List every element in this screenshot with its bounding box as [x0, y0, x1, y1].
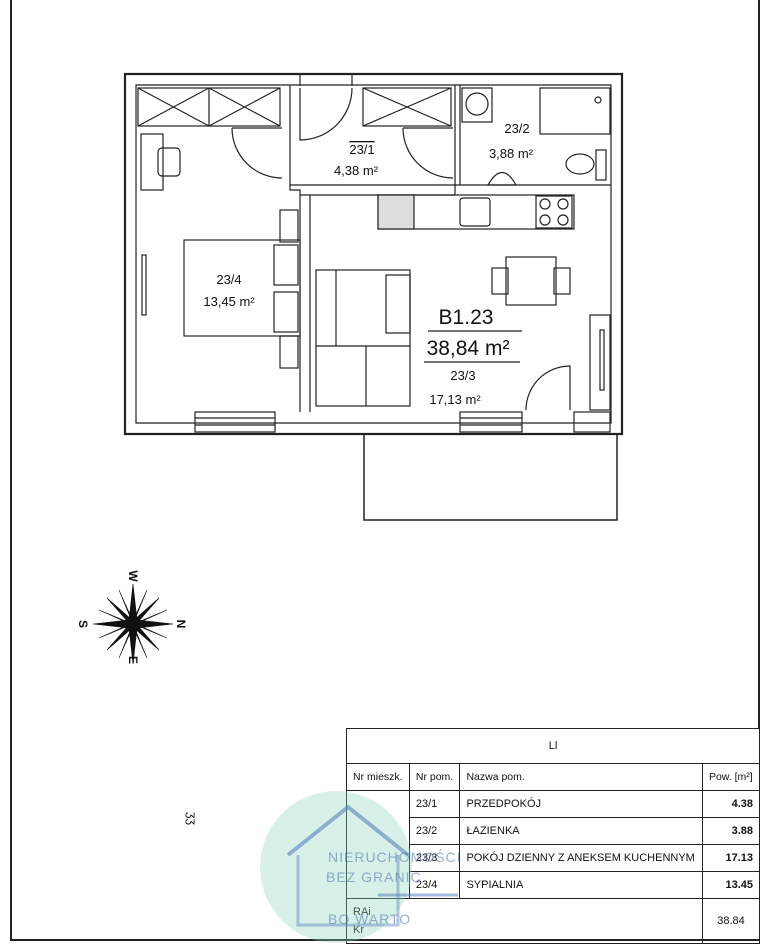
row-nr: 23/3: [408, 844, 461, 872]
room-23-1-id: 23/1: [349, 142, 374, 157]
row-name: ŁAZIENKA: [459, 817, 703, 845]
table-top-label: Ll: [346, 728, 760, 764]
unit-area: 38,84 m²: [427, 337, 510, 360]
row-area: 17.13: [701, 844, 761, 872]
window-bedroom: [194, 411, 276, 433]
footer-a: RAi: [353, 906, 371, 918]
row-name: PRZEDPOKÓJ: [459, 790, 703, 818]
col-name-header: Nazwa pom.: [459, 763, 703, 791]
room-23-1-area: 4,38 m²: [334, 163, 379, 178]
inner-wall-outline: [135, 84, 612, 424]
row-name: SYPIALNIA: [459, 871, 703, 899]
desk: [140, 133, 164, 191]
toilet: [565, 153, 595, 175]
room-23-2-area: 3,88 m²: [489, 146, 534, 161]
balcony: [363, 434, 618, 521]
floor-plan: 23/1 4,38 m² 23/2 3,88 m² 23/4 13,45 m² …: [76, 72, 624, 665]
door-hall: [402, 127, 454, 179]
compass-left: S: [76, 620, 90, 628]
table-top-row: Ll: [346, 728, 760, 764]
room-23-2-id: 23/2: [504, 121, 529, 136]
row-nr: 23/2: [408, 817, 461, 845]
tv-cabinet: [589, 314, 611, 411]
washing-machine: [461, 87, 493, 123]
hall-wall: [290, 85, 456, 196]
side-mark-glyph: ʒʒ: [185, 812, 199, 826]
col-unit-header: Nr mieszk.: [346, 763, 410, 791]
door-bedroom: [231, 127, 283, 179]
kitchen-hob: [535, 195, 573, 229]
door-entry: [299, 87, 353, 141]
compass-rose: W E S N: [76, 570, 188, 665]
row-nr: 23/4: [408, 871, 461, 899]
row-area: 4.38: [701, 790, 761, 818]
frame-left-line: [10, 0, 12, 940]
room-23-4-id: 23/4: [216, 272, 241, 287]
door-living: [525, 365, 571, 411]
table-footer-row: RAi Kr 38.84: [346, 898, 761, 944]
window-balcony: [573, 411, 611, 433]
frame-right-line: [758, 0, 760, 728]
window-living: [459, 411, 523, 433]
room-23-3-id: 23/3: [450, 368, 475, 383]
compass-bottom: E: [126, 656, 140, 664]
kitchen-fridge: [377, 194, 415, 230]
compass-top: W: [126, 570, 140, 582]
shower: [539, 87, 611, 135]
kitchen-sink: [459, 197, 491, 227]
row-area: 3.88: [701, 817, 761, 845]
footer-b: Kr: [353, 924, 364, 936]
compass-right: N: [174, 620, 188, 629]
radiator-bedroom: [141, 254, 147, 316]
coffee-table: [385, 274, 411, 334]
unit-code: B1.23: [439, 306, 494, 329]
room-legend-table: Ll Nr mieszk. Nr pom. Nazwa pom. Pow. [m…: [346, 728, 761, 944]
table-row: 23/2 ŁAZIENKA 3.88: [347, 817, 761, 845]
bath-sink: [486, 171, 518, 186]
dining-table: [505, 256, 557, 306]
row-area: 13.45: [701, 871, 761, 899]
table-header-row: Nr mieszk. Nr pom. Nazwa pom. Pow. [m²]: [346, 763, 761, 791]
table-row: 23/3 POKÓJ DZIENNY Z ANEKSEM KUCHENNYM 1…: [347, 844, 761, 872]
bed: [183, 239, 301, 337]
bathroom-wall: [455, 85, 611, 186]
col-area-header: Pow. [m²]: [701, 763, 761, 791]
footer-labels: RAi Kr: [346, 898, 703, 944]
table-row: 23/1 PRZEDPOKÓJ 4.38: [346, 790, 761, 899]
room-23-3-area: 17,13 m²: [429, 392, 481, 407]
unit-cell: [346, 790, 410, 899]
total-area: 38.84: [701, 898, 761, 944]
table-row: 23/4 SYPIALNIA 13.45: [347, 871, 761, 899]
room-23-4-area: 13,45 m²: [203, 294, 255, 309]
sofa: [315, 269, 411, 407]
wardrobe-2: [362, 87, 452, 127]
row-nr: 23/1: [408, 790, 461, 818]
col-room-header: Nr pom.: [408, 763, 461, 791]
outer-wall: [123, 72, 624, 436]
row-name: POKÓJ DZIENNY Z ANEKSEM KUCHENNYM: [459, 844, 703, 872]
